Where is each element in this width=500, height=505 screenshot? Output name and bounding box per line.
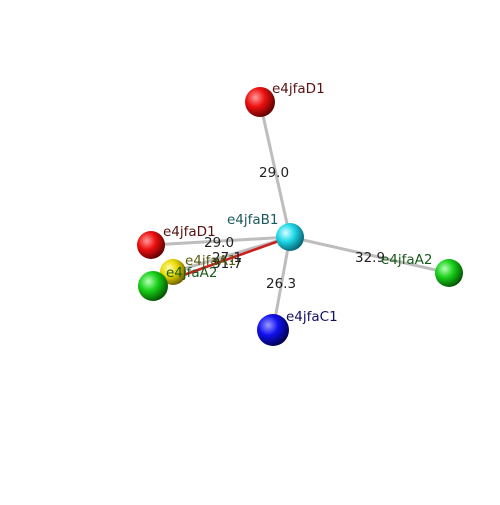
- atom-label-b1: e4jfaB1: [227, 212, 279, 228]
- bond-b1-a2-right: [289, 235, 450, 275]
- atom-labels: e4jfaD1 e4jfaD1 e4jfaB1 e4jfaA1 e4jfaA2 …: [163, 81, 433, 325]
- bonds-layer: [150, 101, 450, 331]
- distance-label-b1-d1-top: 29.0: [259, 165, 289, 181]
- atom-label-a2-left: e4jfaA2: [166, 265, 218, 281]
- distance-label-b1-a2-left: 31.7: [212, 256, 242, 272]
- atom-d1-left[interactable]: [137, 231, 165, 259]
- atoms-layer: [137, 87, 463, 346]
- bond-b1-d1-left: [150, 235, 291, 247]
- distance-labels: 29.0 29.0 27.1 31.7 32.9 26.3: [204, 165, 385, 292]
- atom-a2-right[interactable]: [435, 259, 463, 287]
- distance-label-b1-s1: 27.1: [212, 250, 242, 266]
- atom-label-d1-top: e4jfaD1: [272, 81, 325, 97]
- atom-label-c1: e4jfaC1: [286, 309, 338, 325]
- distance-label-b1-c1: 26.3: [266, 276, 296, 292]
- atom-label-d1-left: e4jfaD1: [163, 224, 216, 240]
- atom-a2-left[interactable]: [138, 271, 168, 301]
- distance-label-b1-d1-left: 29.0: [204, 235, 234, 251]
- atom-c1[interactable]: [257, 314, 289, 346]
- atom-s1[interactable]: [160, 259, 186, 285]
- atom-label-a2-right: e4jfaA2: [381, 252, 433, 268]
- atom-d1-top[interactable]: [245, 87, 275, 117]
- atom-label-s1: e4jfaA1: [185, 253, 237, 269]
- atom-b1[interactable]: [276, 223, 304, 251]
- distance-label-b1-a2-right: 32.9: [355, 250, 385, 266]
- bond-b1-d1-top: [258, 101, 292, 238]
